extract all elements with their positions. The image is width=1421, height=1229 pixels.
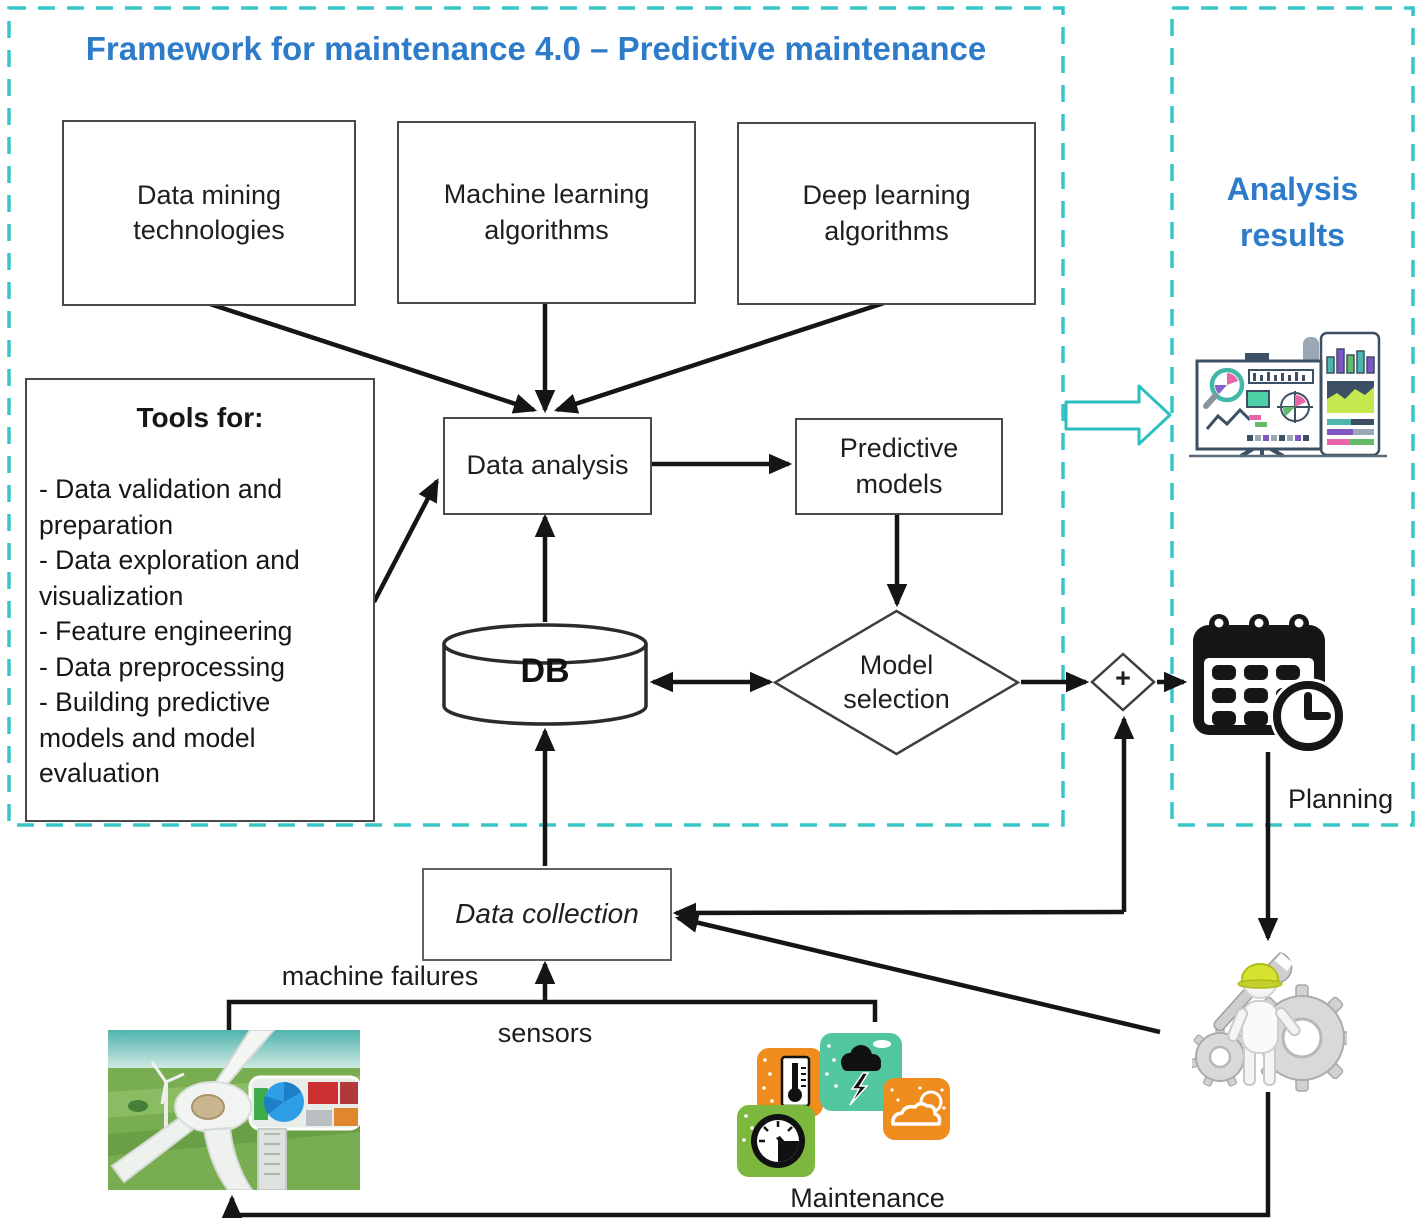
analysis-dashboard-icon	[1189, 331, 1387, 458]
tools-item: - Feature engineering	[39, 616, 293, 646]
node-data-collection: Data collection	[422, 868, 672, 961]
sensors-label: sensors	[497, 1018, 593, 1048]
worker-body	[1227, 963, 1301, 1086]
analysis-results-title: Analysis results	[1226, 171, 1359, 254]
node-deep-learning-label: Deep learning algorithms	[802, 180, 971, 246]
node-plus-junction: +	[1090, 652, 1156, 712]
node-machine-learning: Machine learning algorithms	[397, 121, 696, 304]
planning-label: Planning	[1288, 784, 1394, 814]
gauge-sensor-icon	[737, 1105, 815, 1177]
tools-item: - Data validation and preparation	[39, 474, 283, 540]
node-model-selection-label: Model selection	[843, 649, 950, 714]
node-plus-label: +	[1115, 663, 1131, 694]
node-predictive-models: Predictive models	[795, 418, 1003, 515]
cloud-sun-sensor-icon	[883, 1078, 950, 1140]
tools-item: - Building predictive models and model e…	[39, 687, 271, 788]
db-cylinder-shape	[442, 623, 648, 726]
node-data-mining: Data mining technologies	[62, 120, 356, 306]
results-dashed-frame	[1170, 6, 1415, 827]
node-db: DB	[440, 618, 650, 732]
node-data-analysis: Data analysis	[443, 417, 652, 515]
node-data-collection-label: Data collection	[455, 898, 639, 930]
maintenance-worker-icon	[1192, 952, 1347, 1092]
sensor-icons-cluster	[737, 1033, 950, 1177]
node-predictive-models-label: Predictive models	[839, 433, 959, 499]
framework-title: Framework for maintenance 4.0 – Predicti…	[85, 30, 987, 67]
wind-turbine-photo	[108, 1030, 360, 1190]
storm-cloud-sensor-icon	[820, 1033, 902, 1111]
tools-box: Tools for: - Data validation and prepara…	[25, 378, 375, 822]
node-data-analysis-label: Data analysis	[466, 450, 629, 481]
node-model-selection: Model selection	[772, 609, 1021, 756]
node-deep-learning: Deep learning algorithms	[737, 122, 1036, 305]
framework-dashed-frame	[7, 6, 1065, 827]
tools-item: - Data preprocessing	[39, 651, 285, 682]
results-output-arrow-icon	[1064, 384, 1172, 446]
tools-heading: Tools for:	[136, 402, 264, 433]
node-db-label: DB	[520, 652, 570, 690]
hard-hat-icon	[1239, 963, 1281, 985]
machine-failures-label: machine failures	[281, 961, 479, 991]
calendar-clock-icon	[1193, 614, 1346, 754]
model-selection-diamond-shape	[772, 609, 1021, 756]
node-machine-learning-label: Machine learning algorithms	[443, 179, 650, 245]
maintenance-label: Maintenance	[790, 1183, 945, 1213]
tools-item: - Data exploration and visualization	[39, 545, 300, 611]
node-data-mining-label: Data mining technologies	[133, 179, 285, 245]
plus-diamond-shape	[1090, 652, 1156, 712]
